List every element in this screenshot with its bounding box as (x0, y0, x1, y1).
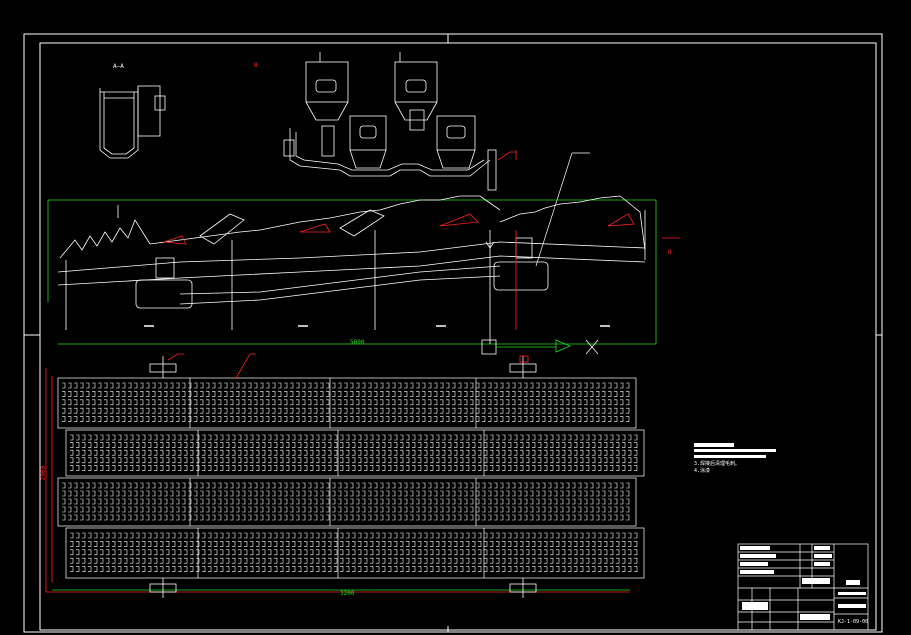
note-line-3: 3.焊接后清理毛刺。 (694, 461, 741, 467)
notes-title (694, 443, 734, 447)
title-block-fills (740, 546, 866, 620)
drawing-number: KJ-1-09-00 (838, 619, 869, 625)
drawing-frame (23, 33, 883, 633)
note-line-4: 4.涂漆 (694, 468, 711, 474)
section-label: A—A (113, 63, 124, 70)
support-bracket (149, 355, 537, 598)
view-label-b-right: B (668, 249, 672, 256)
callout-marks-top (497, 150, 517, 161)
dimension-bottom: 5000 (350, 339, 365, 346)
dimension-plan: 3200 (340, 590, 355, 597)
note-line-1 (694, 449, 776, 452)
note-line-2 (694, 455, 766, 458)
plan-view-teeth (62, 382, 638, 572)
dimension-side: 2000 (40, 465, 48, 481)
section-view-a-a (99, 85, 166, 159)
view-label-b: B (254, 62, 258, 69)
title-block (737, 543, 869, 631)
detail-view-b (283, 52, 497, 191)
technical-notes: 3.焊接后清理毛刺。 4.涂漆 (694, 443, 784, 475)
plan-view (57, 377, 645, 579)
leader-line (535, 152, 573, 267)
elevation-view (47, 195, 680, 355)
